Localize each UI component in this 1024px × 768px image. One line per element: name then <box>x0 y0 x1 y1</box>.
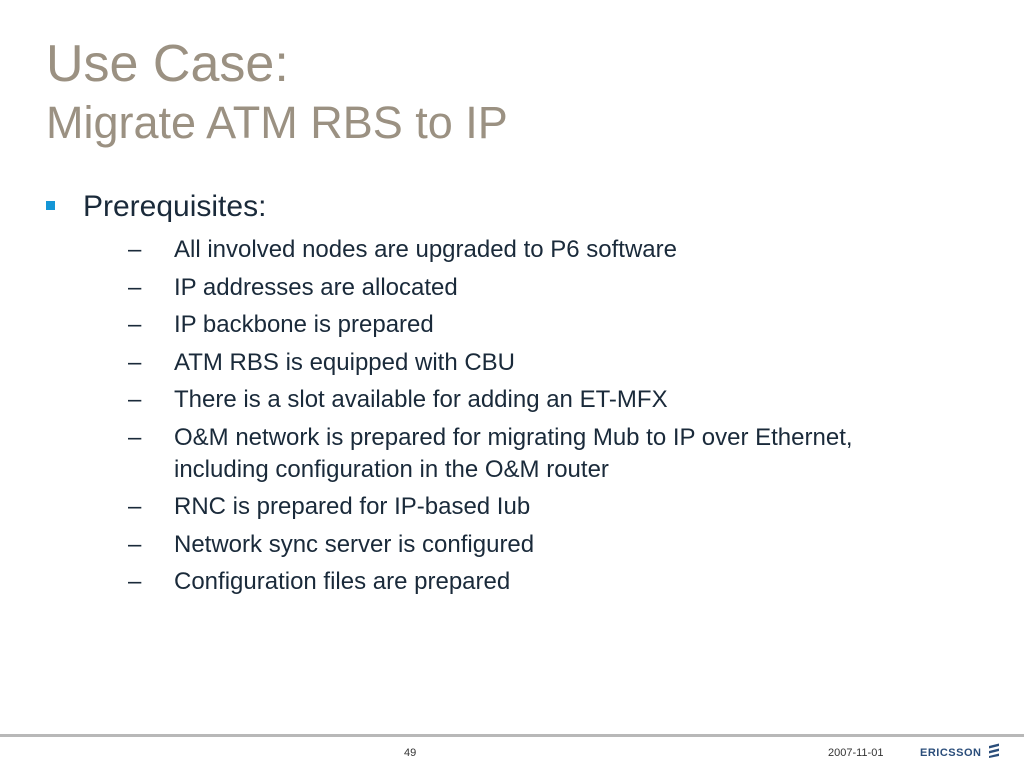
dash-marker: – <box>128 493 142 520</box>
bullet-text: Prerequisites: <box>83 190 267 223</box>
list-item: – There is a slot available for adding a… <box>46 384 946 416</box>
list-item: – Network sync server is configured <box>46 529 946 561</box>
list-item-text: There is a slot available for adding an … <box>174 386 668 413</box>
list-item-text: IP addresses are allocated <box>174 273 458 301</box>
list-item-text: Network sync server is configured <box>174 530 535 558</box>
footer-date: 2007-11-01 <box>828 747 884 759</box>
dash-marker: – <box>128 311 142 338</box>
dash-marker: – <box>128 348 142 376</box>
list-item: – Configuration files are prepared <box>46 566 946 598</box>
logo-text: ERICSSON <box>920 746 982 759</box>
slide-title: Use Case: Migrate ATM RBS to IP <box>46 38 508 145</box>
list-item-text: IP backbone is prepared <box>174 311 434 338</box>
bullet-prerequisites: Prerequisites: <box>46 190 946 234</box>
list-item: – O&M network is prepared for migrating … <box>46 422 946 486</box>
dash-marker: – <box>128 568 142 595</box>
slide-content: Prerequisites: – All involved nodes are … <box>46 190 946 604</box>
footer-divider <box>0 734 1024 737</box>
title-line-2: Migrate ATM RBS to IP <box>46 97 508 148</box>
list-item-text: Configuration files are prepared <box>174 568 511 595</box>
dash-marker: – <box>128 423 142 451</box>
list-item: – IP addresses are allocated <box>46 272 946 304</box>
dash-marker: – <box>128 236 142 263</box>
ericsson-logo-icon <box>987 742 1001 763</box>
list-item: – IP backbone is prepared <box>46 309 946 341</box>
page-number: 49 <box>404 747 417 759</box>
dash-marker: – <box>128 530 142 558</box>
list-item-text: O&M network is prepared for migrating Mu… <box>174 423 853 483</box>
list-item-text: RNC is prepared for IP-based Iub <box>174 493 531 520</box>
ericsson-logo: ERICSSON <box>920 742 1001 763</box>
dash-marker: – <box>128 273 142 301</box>
list-item: – ATM RBS is equipped with CBU <box>46 347 946 379</box>
list-item: – All involved nodes are upgraded to P6 … <box>46 234 946 266</box>
list-item-text: All involved nodes are upgraded to P6 so… <box>174 236 677 263</box>
list-item-text: ATM RBS is equipped with CBU <box>174 348 516 376</box>
square-bullet-icon <box>46 201 55 210</box>
list-item: – RNC is prepared for IP-based Iub <box>46 491 946 523</box>
dash-marker: – <box>128 386 142 413</box>
prerequisites-list: – All involved nodes are upgraded to P6 … <box>46 234 946 598</box>
title-line-1: Use Case: <box>46 35 289 93</box>
